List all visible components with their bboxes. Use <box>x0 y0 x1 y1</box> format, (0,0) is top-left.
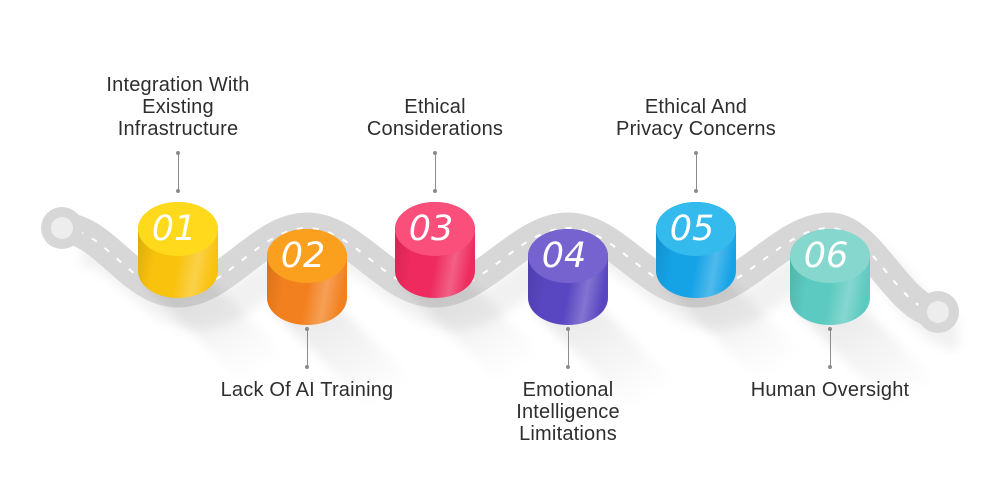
connector-line <box>305 327 309 369</box>
connector-line <box>433 151 437 193</box>
end-ring-icon <box>917 291 959 333</box>
cylinder-shadow <box>271 309 471 439</box>
milestone-cylinder-02: 02 <box>267 229 347 325</box>
milestone-cylinder-01: 01 <box>138 202 218 298</box>
connector-line <box>694 151 698 193</box>
cylinder-top: 05 <box>656 202 736 256</box>
milestone-label-text: Ethical And Privacy Concerns <box>616 96 776 140</box>
milestone-label-text: Human Oversight <box>750 379 910 401</box>
milestone-label-01: Integration With Existing Infrastructure <box>48 74 308 193</box>
milestone-cylinder-03: 03 <box>395 202 475 298</box>
connector-line <box>566 327 570 369</box>
cylinder-shadow <box>794 309 994 439</box>
step-number: 04 <box>541 236 587 276</box>
step-number: 03 <box>408 209 454 249</box>
milestone-label-03: Ethical Considerations <box>305 96 565 193</box>
cylinder-top: 04 <box>528 229 608 283</box>
milestone-label-text: Ethical Considerations <box>366 96 504 140</box>
step-number: 05 <box>669 209 715 249</box>
connector-line <box>828 327 832 369</box>
step-number: 06 <box>803 236 849 276</box>
cylinder-top: 01 <box>138 202 218 256</box>
milestone-label-text: Integration With Existing Infrastructure <box>106 74 250 140</box>
milestone-cylinder-06: 06 <box>790 229 870 325</box>
milestone-label-02: Lack Of AI Training <box>177 327 437 401</box>
milestone-cylinder-05: 05 <box>656 202 736 298</box>
cylinder-top: 06 <box>790 229 870 283</box>
milestone-cylinder-04: 04 <box>528 229 608 325</box>
cylinder-top: 03 <box>395 202 475 256</box>
milestone-label-05: Ethical And Privacy Concerns <box>566 96 826 193</box>
cylinder-shadow <box>142 282 342 412</box>
milestone-label-04: Emotional Intelligence Limitations <box>438 327 698 445</box>
cylinder-shadow <box>399 282 599 412</box>
milestone-label-text: Lack Of AI Training <box>220 379 394 401</box>
cylinder-top: 02 <box>267 229 347 283</box>
step-number: 01 <box>151 209 197 249</box>
milestone-label-text: Emotional Intelligence Limitations <box>516 379 620 445</box>
cylinder-shadows <box>142 282 994 439</box>
step-number: 02 <box>280 236 326 276</box>
milestone-label-06: Human Oversight <box>700 327 960 401</box>
connector-line <box>176 151 180 193</box>
cylinder-shadow <box>660 282 860 412</box>
start-ring-icon <box>41 207 83 249</box>
cylinder-shadow <box>532 309 732 439</box>
